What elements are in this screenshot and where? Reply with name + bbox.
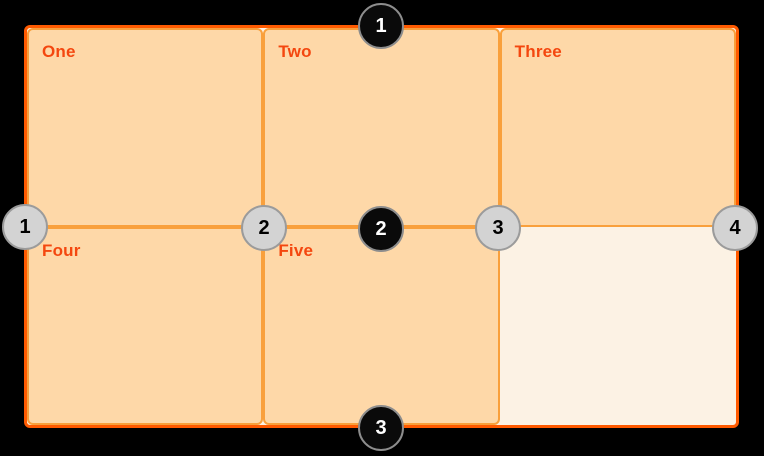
row-line-badge-1: 1 bbox=[358, 3, 404, 49]
column-line-badge-3: 3 bbox=[475, 205, 521, 251]
grid-cell-two: Two bbox=[263, 28, 500, 227]
grid-cell-label: Four bbox=[42, 240, 81, 260]
grid-cell-label: Two bbox=[278, 42, 312, 61]
grid-cell-empty bbox=[500, 227, 736, 426]
grid-cell-four: Four bbox=[27, 226, 264, 425]
row-line-number: 3 bbox=[375, 417, 387, 439]
column-line-number: 3 bbox=[492, 217, 504, 239]
grid-container: One Two Three Four Five bbox=[24, 25, 739, 428]
grid-cell-three: Three bbox=[499, 28, 736, 227]
grid-cell-label: Three bbox=[514, 42, 562, 61]
column-line-badge-2: 2 bbox=[241, 205, 287, 251]
column-line-badge-4: 4 bbox=[712, 205, 758, 251]
grid-cell-label: Five bbox=[278, 240, 314, 260]
column-line-number: 4 bbox=[729, 217, 741, 239]
grid-cell-one: One bbox=[27, 28, 264, 227]
grid-cell-label: One bbox=[42, 42, 76, 61]
row-line-badge-3: 3 bbox=[358, 405, 404, 451]
column-line-number: 1 bbox=[19, 216, 31, 238]
row-line-number: 1 bbox=[375, 15, 387, 37]
row-line-number: 2 bbox=[375, 218, 387, 240]
column-line-badge-1: 1 bbox=[2, 204, 48, 250]
column-line-number: 2 bbox=[258, 217, 270, 239]
row-line-badge-2: 2 bbox=[358, 206, 404, 252]
grid-cell-five: Five bbox=[263, 226, 500, 425]
